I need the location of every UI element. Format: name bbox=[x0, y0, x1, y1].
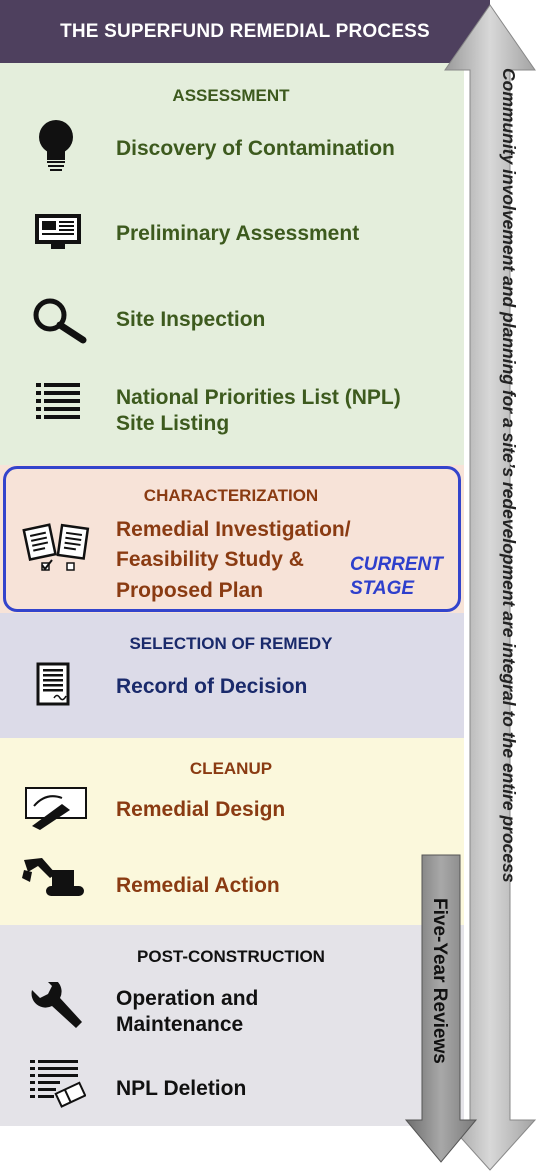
remedial-action: Remedial Action bbox=[116, 874, 280, 897]
title-banner: THE SUPERFUND REMEDIAL PROCESS bbox=[0, 0, 490, 63]
selection-band bbox=[0, 613, 464, 738]
site-inspection: Site Inspection bbox=[116, 308, 266, 331]
current-stage-label: CURRENT STAGE bbox=[350, 553, 443, 601]
ri-fs-line1: Remedial Investigation/ bbox=[116, 518, 351, 541]
ri-fs-line3: Proposed Plan bbox=[116, 579, 264, 602]
process-arrows bbox=[404, 4, 537, 1171]
current-stage-line1: CURRENT bbox=[350, 554, 443, 575]
documents-checklist-icon bbox=[22, 523, 90, 571]
ri-fs-line2: Feasibility Study & bbox=[116, 548, 304, 571]
post-construction-heading: POST-CONSTRUCTION bbox=[137, 947, 325, 966]
assessment-heading: ASSESSMENT bbox=[172, 86, 290, 105]
npl-deletion: NPL Deletion bbox=[116, 1077, 247, 1100]
npl-listing-line1: National Priorities List (NPL) bbox=[116, 386, 401, 409]
five-year-arrow bbox=[404, 854, 478, 1163]
discovery-of-contamination: Discovery of Contamination bbox=[116, 137, 395, 160]
current-stage-outline bbox=[3, 466, 461, 612]
characterization-heading: CHARACTERIZATION bbox=[143, 486, 319, 505]
wrench-icon bbox=[31, 982, 82, 1028]
monitor-icon bbox=[35, 214, 81, 249]
lightbulb-icon bbox=[39, 120, 73, 171]
page-title: THE SUPERFUND REMEDIAL PROCESS bbox=[60, 20, 430, 42]
preliminary-assessment: Preliminary Assessment bbox=[116, 222, 360, 245]
cleanup-heading: CLEANUP bbox=[189, 759, 273, 778]
npl-listing-line2: Site Listing bbox=[116, 412, 230, 435]
community-arrow bbox=[443, 4, 537, 1171]
operation-maintenance-line1: Operation and bbox=[116, 987, 259, 1010]
record-of-decision: Record of Decision bbox=[116, 675, 308, 698]
banner-corner bbox=[430, 0, 490, 63]
assessment-band bbox=[0, 63, 464, 465]
document-icon bbox=[36, 662, 70, 706]
list-eraser-icon bbox=[30, 1060, 86, 1108]
selection-heading: SELECTION OF REMEDY bbox=[129, 634, 333, 653]
list-icon bbox=[36, 383, 80, 419]
current-stage-line2: STAGE bbox=[350, 578, 415, 599]
community-involvement-text: Community involvement and planning for a… bbox=[499, 68, 519, 883]
excavator-icon bbox=[22, 858, 84, 896]
five-year-reviews-text: Five-Year Reviews bbox=[429, 898, 450, 1064]
operation-maintenance-line2: Maintenance bbox=[116, 1013, 244, 1036]
remedial-design: Remedial Design bbox=[116, 798, 286, 821]
pen-drawing-icon bbox=[25, 787, 87, 830]
magnifier-icon bbox=[33, 298, 87, 344]
